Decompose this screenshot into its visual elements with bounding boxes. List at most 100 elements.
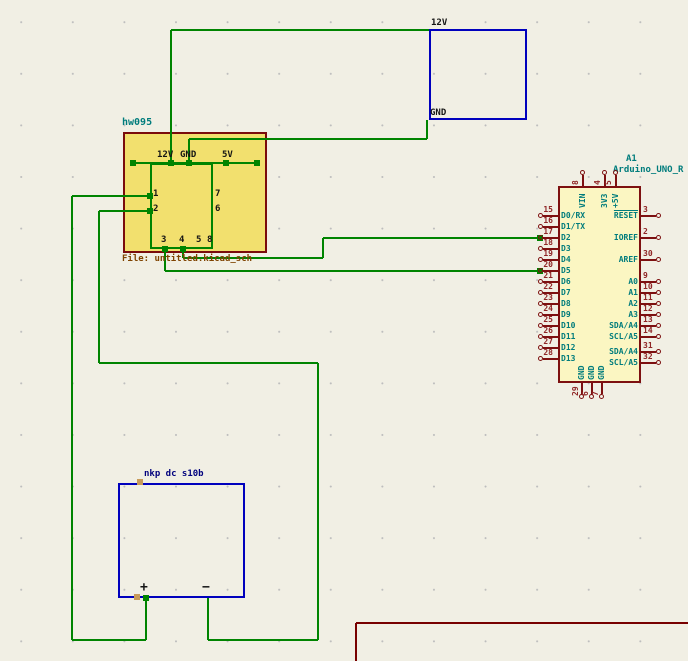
arduino-pin-name: 3V3: [600, 193, 609, 208]
arduino-pin-stub[interactable]: [581, 383, 583, 394]
hw095-pin-label-5v[interactable]: 5V: [222, 150, 233, 160]
arduino-pin-stub[interactable]: [582, 175, 584, 186]
arduino-pin-stub[interactable]: [641, 259, 656, 261]
hw095-pin-3[interactable]: 3: [161, 235, 167, 245]
arduino-pin-name: SCL/A5: [609, 358, 638, 367]
wire-green[interactable]: [145, 598, 147, 640]
wire-green[interactable]: [165, 270, 540, 272]
arduino-pin-name: SDA/A4: [609, 321, 638, 330]
wire-green[interactable]: [72, 195, 150, 197]
arduino-pin-number: 9: [643, 271, 648, 280]
wire-green[interactable]: [189, 138, 427, 140]
arduino-pin-number: 5: [604, 180, 613, 185]
psu-label-gnd[interactable]: GND: [430, 108, 447, 118]
arduino-pin-stub[interactable]: [591, 383, 593, 394]
arduino-pin-stub[interactable]: [641, 314, 656, 316]
arduino-pin-stub[interactable]: [543, 325, 558, 327]
arduino-pin-stub[interactable]: [641, 215, 656, 217]
arduino-pin-stub[interactable]: [543, 303, 558, 305]
wire-darkred[interactable]: [355, 623, 357, 661]
arduino-pin-circle-icon: [589, 394, 594, 399]
arduino-pin-stub[interactable]: [641, 303, 656, 305]
hw095-pin-7[interactable]: 7: [215, 189, 221, 199]
arduino-pin-stub[interactable]: [601, 383, 603, 394]
battery-minus-label[interactable]: −: [202, 580, 210, 595]
wire-green[interactable]: [208, 639, 318, 641]
arduino-pin-stub[interactable]: [641, 362, 656, 364]
hw095-pin-label-12v[interactable]: 12V: [157, 150, 174, 160]
arduino-pin-stub[interactable]: [543, 270, 558, 272]
arduino-pin-stub[interactable]: [543, 358, 558, 360]
arduino-pin-stub[interactable]: [615, 175, 617, 186]
arduino-pin-circle-icon: [538, 224, 543, 229]
sheet-name[interactable]: hw095: [122, 117, 153, 128]
power-supply-box[interactable]: [429, 29, 527, 120]
arduino-body[interactable]: [558, 186, 641, 383]
hw095-pin-label-gnd[interactable]: GND: [180, 150, 197, 160]
arduino-reference[interactable]: A1: [626, 154, 637, 164]
wire-green[interactable]: [170, 30, 172, 163]
wire-green[interactable]: [71, 196, 73, 640]
arduino-pin-stub[interactable]: [543, 314, 558, 316]
hw095-sheet[interactable]: [123, 132, 267, 253]
arduino-pin-circle-icon: [538, 257, 543, 262]
arduino-pin-stub[interactable]: [543, 226, 558, 228]
wire-green[interactable]: [98, 211, 100, 363]
arduino-pin-stub[interactable]: [641, 351, 656, 353]
wire-junction: [130, 160, 136, 166]
arduino-pin-stub[interactable]: [641, 281, 656, 283]
battery-label[interactable]: nkp dc s10b: [144, 469, 204, 479]
arduino-pin-stub[interactable]: [543, 281, 558, 283]
arduino-pin-stub[interactable]: [543, 292, 558, 294]
wire-junction: [143, 595, 149, 601]
arduino-pin-stub[interactable]: [543, 248, 558, 250]
wire-green[interactable]: [323, 237, 540, 239]
hw095-pin-5[interactable]: 5: [196, 235, 202, 245]
wire-green[interactable]: [317, 363, 319, 640]
arduino-pin-stub[interactable]: [543, 215, 558, 217]
wire-green[interactable]: [182, 249, 184, 258]
arduino-pin-stub[interactable]: [604, 175, 606, 186]
wire-green[interactable]: [426, 120, 428, 139]
arduino-pin-number: 10: [643, 282, 653, 291]
hw095-pin-4[interactable]: 4: [179, 235, 185, 245]
wire-green[interactable]: [99, 362, 318, 364]
wire-darkred[interactable]: [356, 622, 688, 624]
arduino-pin-stub[interactable]: [641, 237, 656, 239]
arduino-pin-circle-icon: [656, 360, 661, 365]
arduino-pin-stub[interactable]: [641, 292, 656, 294]
hw095-pin-2[interactable]: 2: [153, 204, 159, 214]
arduino-pin-stub[interactable]: [543, 347, 558, 349]
wire-green[interactable]: [99, 210, 150, 212]
arduino-pin-stub[interactable]: [641, 325, 656, 327]
psu-label-12v[interactable]: 12V: [431, 18, 448, 28]
wire-green[interactable]: [171, 29, 429, 31]
arduino-pin-name: +5V: [611, 193, 620, 208]
wire-green[interactable]: [188, 139, 190, 163]
battery-plus-label[interactable]: +: [140, 580, 148, 595]
arduino-pin-circle-icon: [656, 279, 661, 284]
wire-green[interactable]: [164, 249, 166, 271]
arduino-pin-number: 11: [643, 293, 653, 302]
arduino-pin-number: 25: [543, 315, 553, 324]
sheet-filename[interactable]: File: untitled.kicad_sch: [122, 254, 253, 264]
arduino-pin-stub[interactable]: [543, 237, 558, 239]
hw095-pin-6[interactable]: 6: [215, 204, 221, 214]
wire-green[interactable]: [133, 162, 257, 164]
wire-junction: [147, 193, 153, 199]
arduino-value[interactable]: Arduino_UNO_R: [613, 165, 684, 175]
battery-box[interactable]: [118, 483, 245, 598]
hw095-pin-1[interactable]: 1: [153, 189, 159, 199]
wire-junction: [168, 160, 174, 166]
wire-green[interactable]: [183, 257, 323, 259]
wire-green[interactable]: [322, 238, 324, 258]
wire-green[interactable]: [72, 639, 146, 641]
hw095-pin-8[interactable]: 8: [207, 235, 213, 245]
arduino-pin-circle-icon: [538, 279, 543, 284]
wire-green[interactable]: [207, 598, 209, 640]
arduino-pin-stub[interactable]: [641, 336, 656, 338]
arduino-pin-number: 15: [543, 205, 553, 214]
arduino-pin-stub[interactable]: [543, 259, 558, 261]
arduino-pin-stub[interactable]: [543, 336, 558, 338]
